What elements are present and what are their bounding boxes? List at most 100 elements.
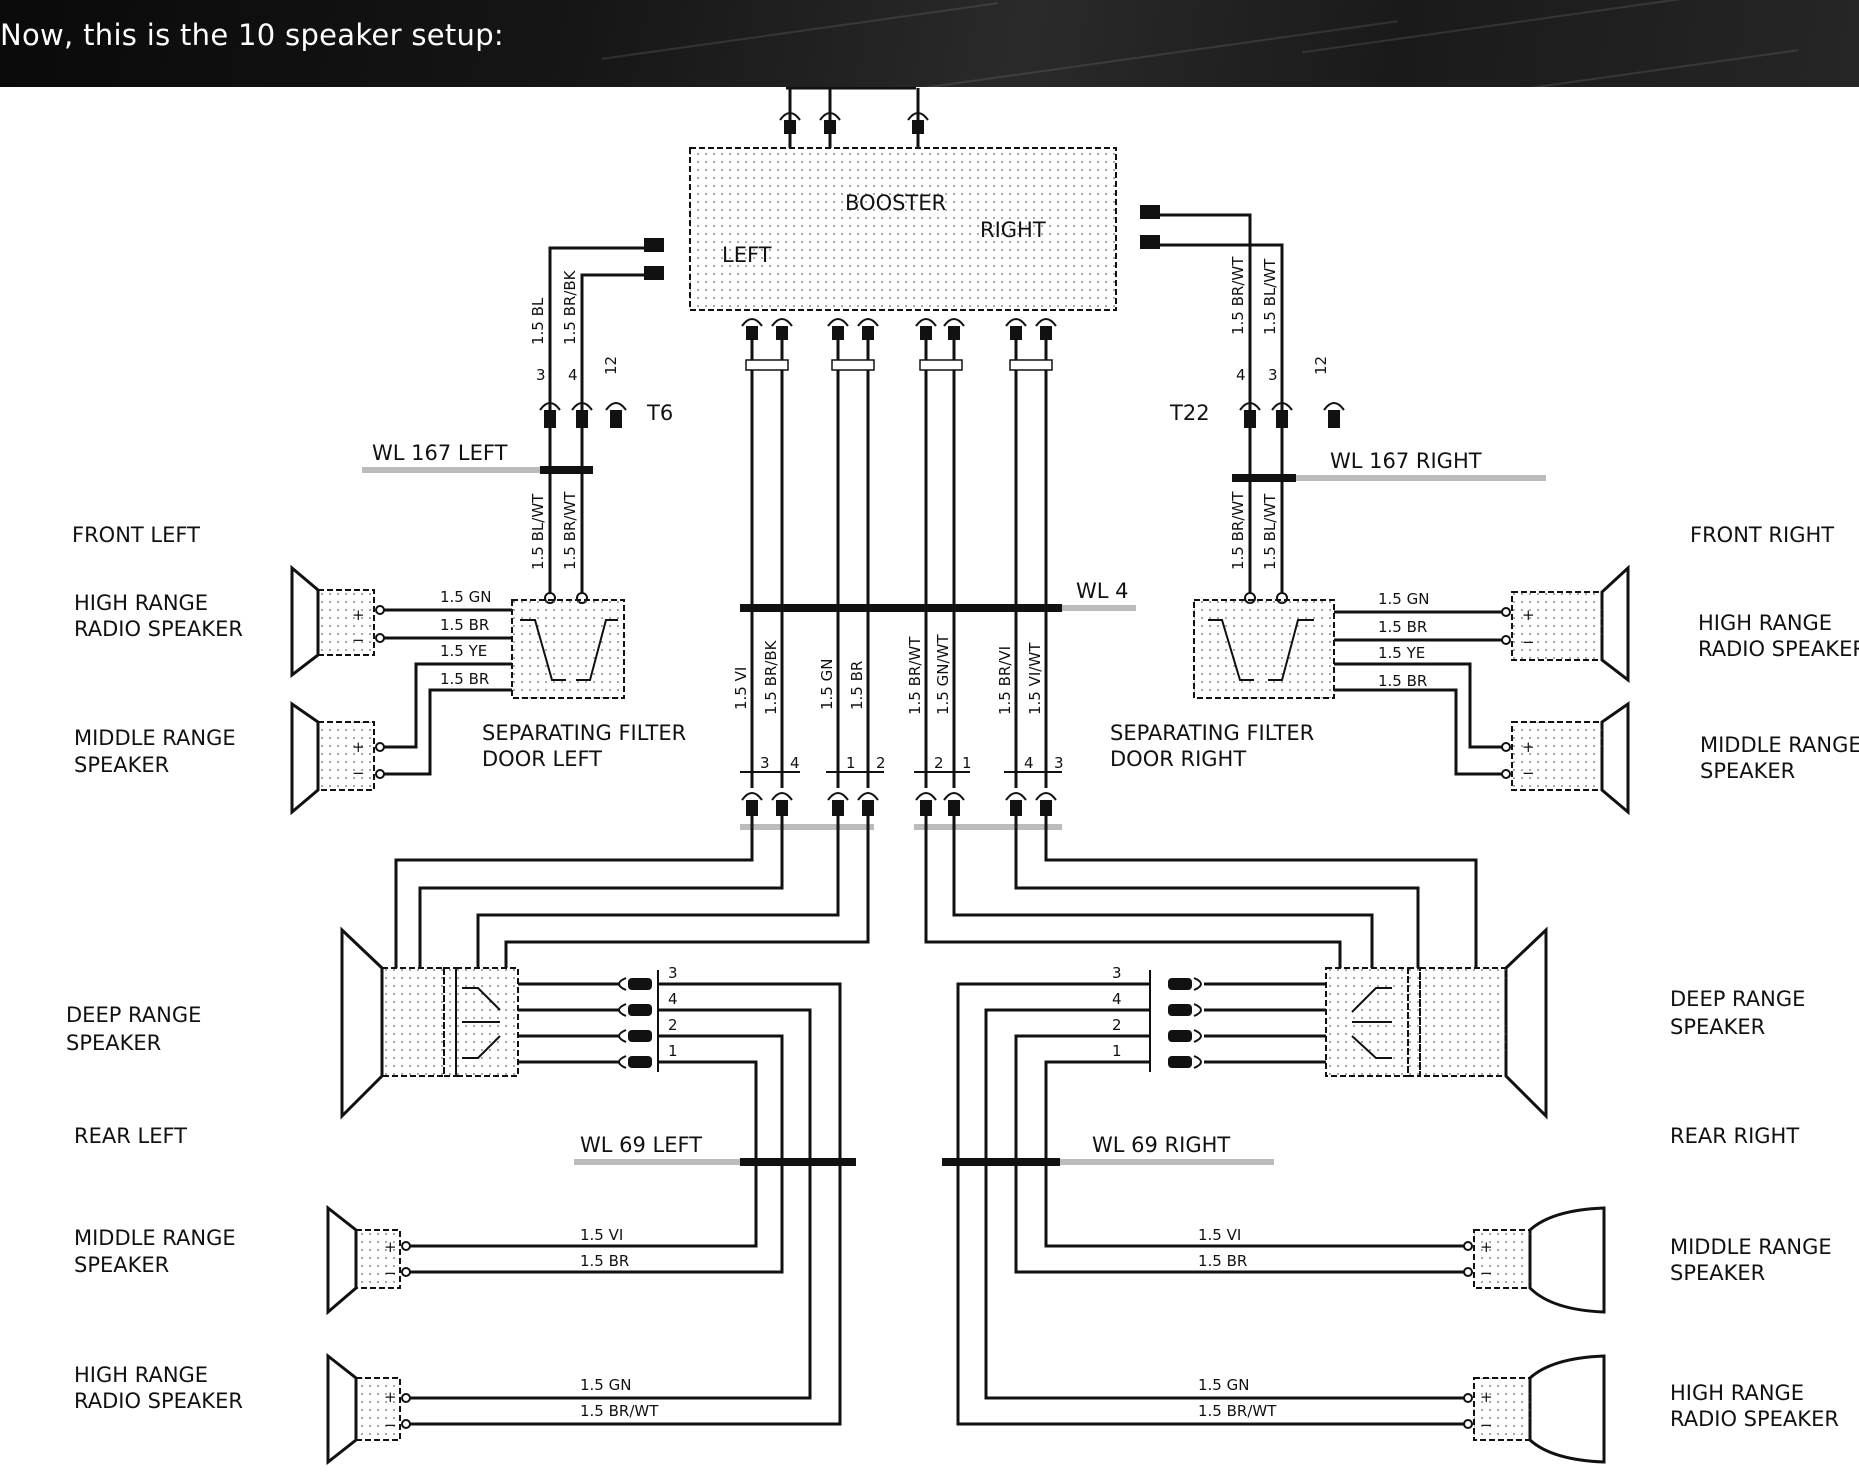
t12-label-right: 12: [1312, 356, 1330, 375]
svg-text:4: 4: [790, 754, 800, 772]
connector-t22: 4 3 12 T22: [1169, 356, 1345, 428]
svg-text:+: +: [352, 606, 365, 624]
rear-right-high-range-speaker: + − 1.5 GN 1.5 BR/WT HIGH RANGE RADIO SP…: [1198, 1354, 1839, 1464]
svg-text:MIDDLE RANGE: MIDDLE RANGE: [1670, 1235, 1832, 1259]
booster-left-output-wiring: 1.5 BL 1.5 BR/BK: [529, 238, 664, 410]
svg-text:2: 2: [876, 754, 886, 772]
rear-right-middle-range-speaker: + − 1.5 VI 1.5 BR MIDDLE RANGE SPEAKER: [1198, 1206, 1832, 1314]
front-right-high-range-speaker: + − HIGH RANGE RADIO SPEAKER: [1501, 564, 1859, 684]
central-wire-labels: 1.5 VI 1.5 BR/BK 1.5 GN 1.5 BR 1.5 BR/WT…: [732, 634, 1044, 715]
svg-text:−: −: [1522, 633, 1535, 651]
svg-text:3: 3: [1112, 964, 1122, 982]
wire-label-brbk-left: 1.5 BR/BK: [561, 269, 579, 345]
svg-text:1: 1: [668, 1042, 678, 1060]
front-left-high-range-speaker: + − HIGH RANGE RADIO SPEAKER: [74, 564, 385, 679]
svg-text:1.5 BR: 1.5 BR: [440, 616, 489, 634]
svg-text:1.5 BR/BK: 1.5 BR/BK: [762, 639, 780, 715]
rear-left-deep-range-speaker: DEEP RANGE SPEAKER: [66, 926, 519, 1120]
svg-text:SEPARATING FILTER: SEPARATING FILTER: [1110, 721, 1314, 745]
svg-text:DEEP RANGE: DEEP RANGE: [1670, 987, 1805, 1011]
section-front-left: FRONT LEFT: [72, 523, 200, 547]
svg-text:WL 69 LEFT: WL 69 LEFT: [580, 1133, 702, 1157]
svg-text:1.5 BL/WT: 1.5 BL/WT: [529, 493, 547, 570]
svg-text:1.5 GN: 1.5 GN: [1378, 590, 1429, 608]
central-pin-numbers: 3 4 1 2 2 1 4 3: [740, 754, 1064, 773]
svg-text:3: 3: [1268, 366, 1278, 384]
harness-wl69-right: WL 69 RIGHT: [942, 1133, 1274, 1166]
svg-text:1.5 GN: 1.5 GN: [440, 588, 491, 606]
svg-text:1: 1: [1112, 1042, 1122, 1060]
svg-text:1.5 BR: 1.5 BR: [1378, 672, 1427, 690]
svg-text:+: +: [1480, 1238, 1493, 1256]
separating-filter-door-left: 1.5 GN 1.5 BR 1.5 YE 1.5 BR SEPARATING F…: [384, 588, 686, 776]
svg-text:+: +: [352, 738, 365, 756]
central-cables: [745, 340, 1053, 788]
svg-text:+: +: [384, 1238, 397, 1256]
svg-text:1.5 BR/WT: 1.5 BR/WT: [561, 491, 579, 570]
svg-text:DOOR LEFT: DOOR LEFT: [482, 747, 602, 771]
svg-text:2: 2: [934, 754, 944, 772]
svg-text:1: 1: [846, 754, 856, 772]
section-front-right: FRONT RIGHT: [1690, 523, 1834, 547]
svg-text:1.5 GN: 1.5 GN: [1198, 1376, 1249, 1394]
svg-text:SPEAKER: SPEAKER: [1670, 1015, 1765, 1039]
svg-text:SEPARATING FILTER: SEPARATING FILTER: [482, 721, 686, 745]
wire-label-brwt-right: 1.5 BR/WT: [1229, 256, 1247, 335]
svg-text:1.5 BR: 1.5 BR: [580, 1252, 629, 1270]
svg-text:DEEP RANGE: DEEP RANGE: [66, 1003, 201, 1027]
rear-left-middle-range-speaker: + − 1.5 VI 1.5 BR MIDDLE RANGE SPEAKER: [74, 1204, 629, 1316]
svg-text:2: 2: [1112, 1016, 1122, 1034]
svg-text:1.5 GN: 1.5 GN: [818, 659, 836, 710]
central-lower-plugs: [740, 792, 1062, 830]
svg-text:3: 3: [668, 964, 678, 982]
section-rear-left: REAR LEFT: [74, 1124, 187, 1148]
svg-text:3: 3: [1054, 754, 1064, 772]
svg-text:WL 167 LEFT: WL 167 LEFT: [372, 441, 508, 465]
svg-text:RADIO SPEAKER: RADIO SPEAKER: [74, 1389, 243, 1413]
svg-text:1.5 BR: 1.5 BR: [1198, 1252, 1247, 1270]
booster-title: BOOSTER: [845, 191, 946, 215]
rear-right-deep-range-speaker: DEEP RANGE SPEAKER: [1325, 926, 1805, 1120]
svg-text:1.5 GN: 1.5 GN: [580, 1376, 631, 1394]
svg-text:−: −: [1480, 1416, 1493, 1434]
svg-text:1: 1: [962, 754, 972, 772]
rear-left-deep-connector: 3 4 2 1: [410, 964, 842, 1426]
svg-text:RADIO SPEAKER: RADIO SPEAKER: [1698, 637, 1859, 661]
rear-left-deep-feed: [394, 816, 870, 968]
svg-text:1.5 VI: 1.5 VI: [732, 667, 750, 710]
svg-text:1.5 BR/WT: 1.5 BR/WT: [1229, 491, 1247, 570]
svg-text:WL 4: WL 4: [1076, 579, 1129, 603]
svg-text:WL 167 RIGHT: WL 167 RIGHT: [1330, 449, 1482, 473]
svg-text:HIGH RANGE: HIGH RANGE: [1698, 611, 1832, 635]
svg-text:4: 4: [668, 990, 678, 1008]
svg-text:MIDDLE RANGE: MIDDLE RANGE: [74, 726, 236, 750]
wiring-diagram: BOOSTER LEFT RIGHT 1.5 BL 1.5 BR/BK 1.5 …: [66, 87, 1859, 1466]
svg-text:4: 4: [1112, 990, 1122, 1008]
rear-right-deep-feed: [924, 816, 1478, 968]
svg-text:1.5 YE: 1.5 YE: [440, 642, 487, 660]
svg-text:1.5 VI/WT: 1.5 VI/WT: [1026, 642, 1044, 715]
svg-text:MIDDLE RANGE: MIDDLE RANGE: [74, 1226, 236, 1250]
filter-left-input-wiring: 1.5 BL/WT 1.5 BR/WT: [529, 428, 588, 604]
svg-text:RADIO SPEAKER: RADIO SPEAKER: [1670, 1407, 1839, 1431]
svg-text:2: 2: [668, 1016, 678, 1034]
wire-label-blwt-right: 1.5 BL/WT: [1261, 258, 1279, 335]
svg-text:−: −: [1480, 1264, 1493, 1282]
svg-text:SPEAKER: SPEAKER: [66, 1031, 161, 1055]
t6-label: T6: [646, 401, 673, 425]
svg-text:+: +: [1480, 1388, 1493, 1406]
booster-output-plugs: [741, 318, 1057, 340]
harness-wl69-left: WL 69 LEFT: [574, 1133, 856, 1166]
svg-text:RADIO SPEAKER: RADIO SPEAKER: [74, 617, 243, 641]
front-right-middle-range-speaker: + − MIDDLE RANGE SPEAKER: [1501, 701, 1859, 816]
svg-text:1.5 BR: 1.5 BR: [1378, 618, 1427, 636]
separating-filter-door-right: 1.5 GN 1.5 BR 1.5 YE 1.5 BR SEPARATING F…: [1110, 590, 1502, 776]
t12-label-left: 12: [602, 356, 620, 375]
booster-input-plug: [779, 112, 929, 134]
svg-text:−: −: [1522, 764, 1535, 782]
wire-label-bl-left: 1.5 BL: [529, 297, 547, 345]
filter-right-input-wiring: 1.5 BR/WT 1.5 BL/WT: [1229, 428, 1288, 604]
harness-wl167-right: WL 167 RIGHT: [1232, 449, 1546, 482]
svg-text:−: −: [352, 764, 365, 782]
svg-text:HIGH RANGE: HIGH RANGE: [74, 591, 208, 615]
